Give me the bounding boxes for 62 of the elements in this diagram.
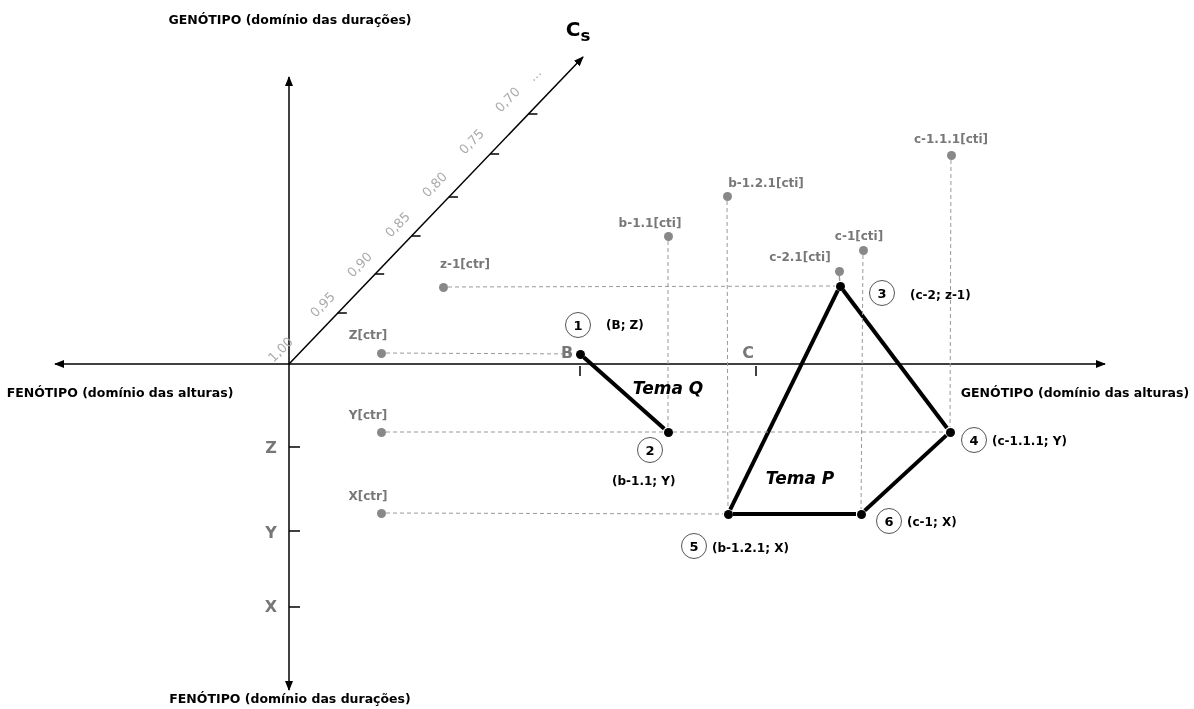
reference-dot (946, 150, 956, 160)
coordinate-label: (c-1.1.1; Y) (992, 434, 1067, 448)
point-label: b-1.2.1[cti] (728, 177, 804, 191)
point-label: z-1[ctr] (439, 258, 491, 272)
connecting-line (728, 289, 840, 511)
coordinate-label: (b-1.1; Y) (612, 474, 676, 488)
tick-label: Z (265, 439, 277, 457)
projection-line (385, 512, 724, 515)
number-circle: 4 (961, 427, 987, 453)
point-label: c-1.1.1[cti] (913, 133, 989, 147)
projection-line (667, 240, 669, 428)
point-label: c-1[cti] (834, 230, 884, 244)
reference-dot (663, 231, 673, 241)
theme-label: Tema Q (632, 378, 704, 398)
connecting-line (863, 433, 948, 513)
data-point (575, 349, 585, 359)
point-label: Y[ctr] (348, 409, 388, 423)
number-circle: 2 (637, 437, 663, 463)
axis-title: GENÓTIPO (domínio das alturas) (960, 386, 1190, 400)
connecting-line (582, 355, 666, 431)
coordinate-label: (c-2; z-1) (910, 288, 971, 302)
axis-title: GENÓTIPO (domínio das durações) (168, 13, 412, 27)
data-point (835, 281, 845, 291)
tick-label: C (742, 344, 754, 362)
reference-dot (858, 245, 868, 255)
axis-title: FENÓTIPO (domínio das alturas) (6, 386, 234, 400)
connecting-line (841, 288, 949, 430)
projection-line (385, 431, 664, 433)
data-point (663, 427, 673, 437)
theme-label: Tema P (765, 468, 835, 488)
connecting-line (733, 512, 856, 516)
projection-line (447, 285, 836, 288)
data-point (723, 509, 733, 519)
tick-label: X (264, 598, 278, 616)
coordinate-label: (b-1.2.1; X) (712, 541, 789, 555)
coordinate-label: (B; Z) (606, 318, 644, 332)
number-circle: 5 (681, 533, 707, 559)
coordinate-label: (c-1; X) (907, 515, 957, 529)
point-label: X[ctr] (348, 490, 388, 504)
tick-label: B (560, 344, 574, 362)
reference-dot (722, 191, 732, 201)
reference-dot (834, 266, 844, 276)
reference-dot (438, 282, 448, 292)
number-circle: 6 (876, 508, 902, 534)
point-label: c-2.1[cti] (769, 251, 831, 265)
number-circle: 3 (869, 280, 895, 306)
tick-label: Y (265, 524, 277, 542)
point-label: Z[ctr] (348, 329, 388, 343)
data-point (945, 427, 955, 437)
reference-dot (376, 427, 386, 437)
projection-line (949, 159, 952, 428)
projection-line (838, 275, 841, 282)
reference-dot (376, 348, 386, 358)
projection-line (860, 254, 864, 510)
reference-dot (376, 508, 386, 518)
axis-title: FENÓTIPO (domínio das durações) (169, 692, 411, 706)
tick-label: ... (525, 65, 545, 85)
data-point (856, 509, 866, 519)
projection-line (672, 431, 946, 433)
point-label: b-1.1[cti] (618, 217, 682, 231)
axis-title: C$_{s}$ (565, 18, 591, 46)
number-circle: 1 (565, 312, 591, 338)
